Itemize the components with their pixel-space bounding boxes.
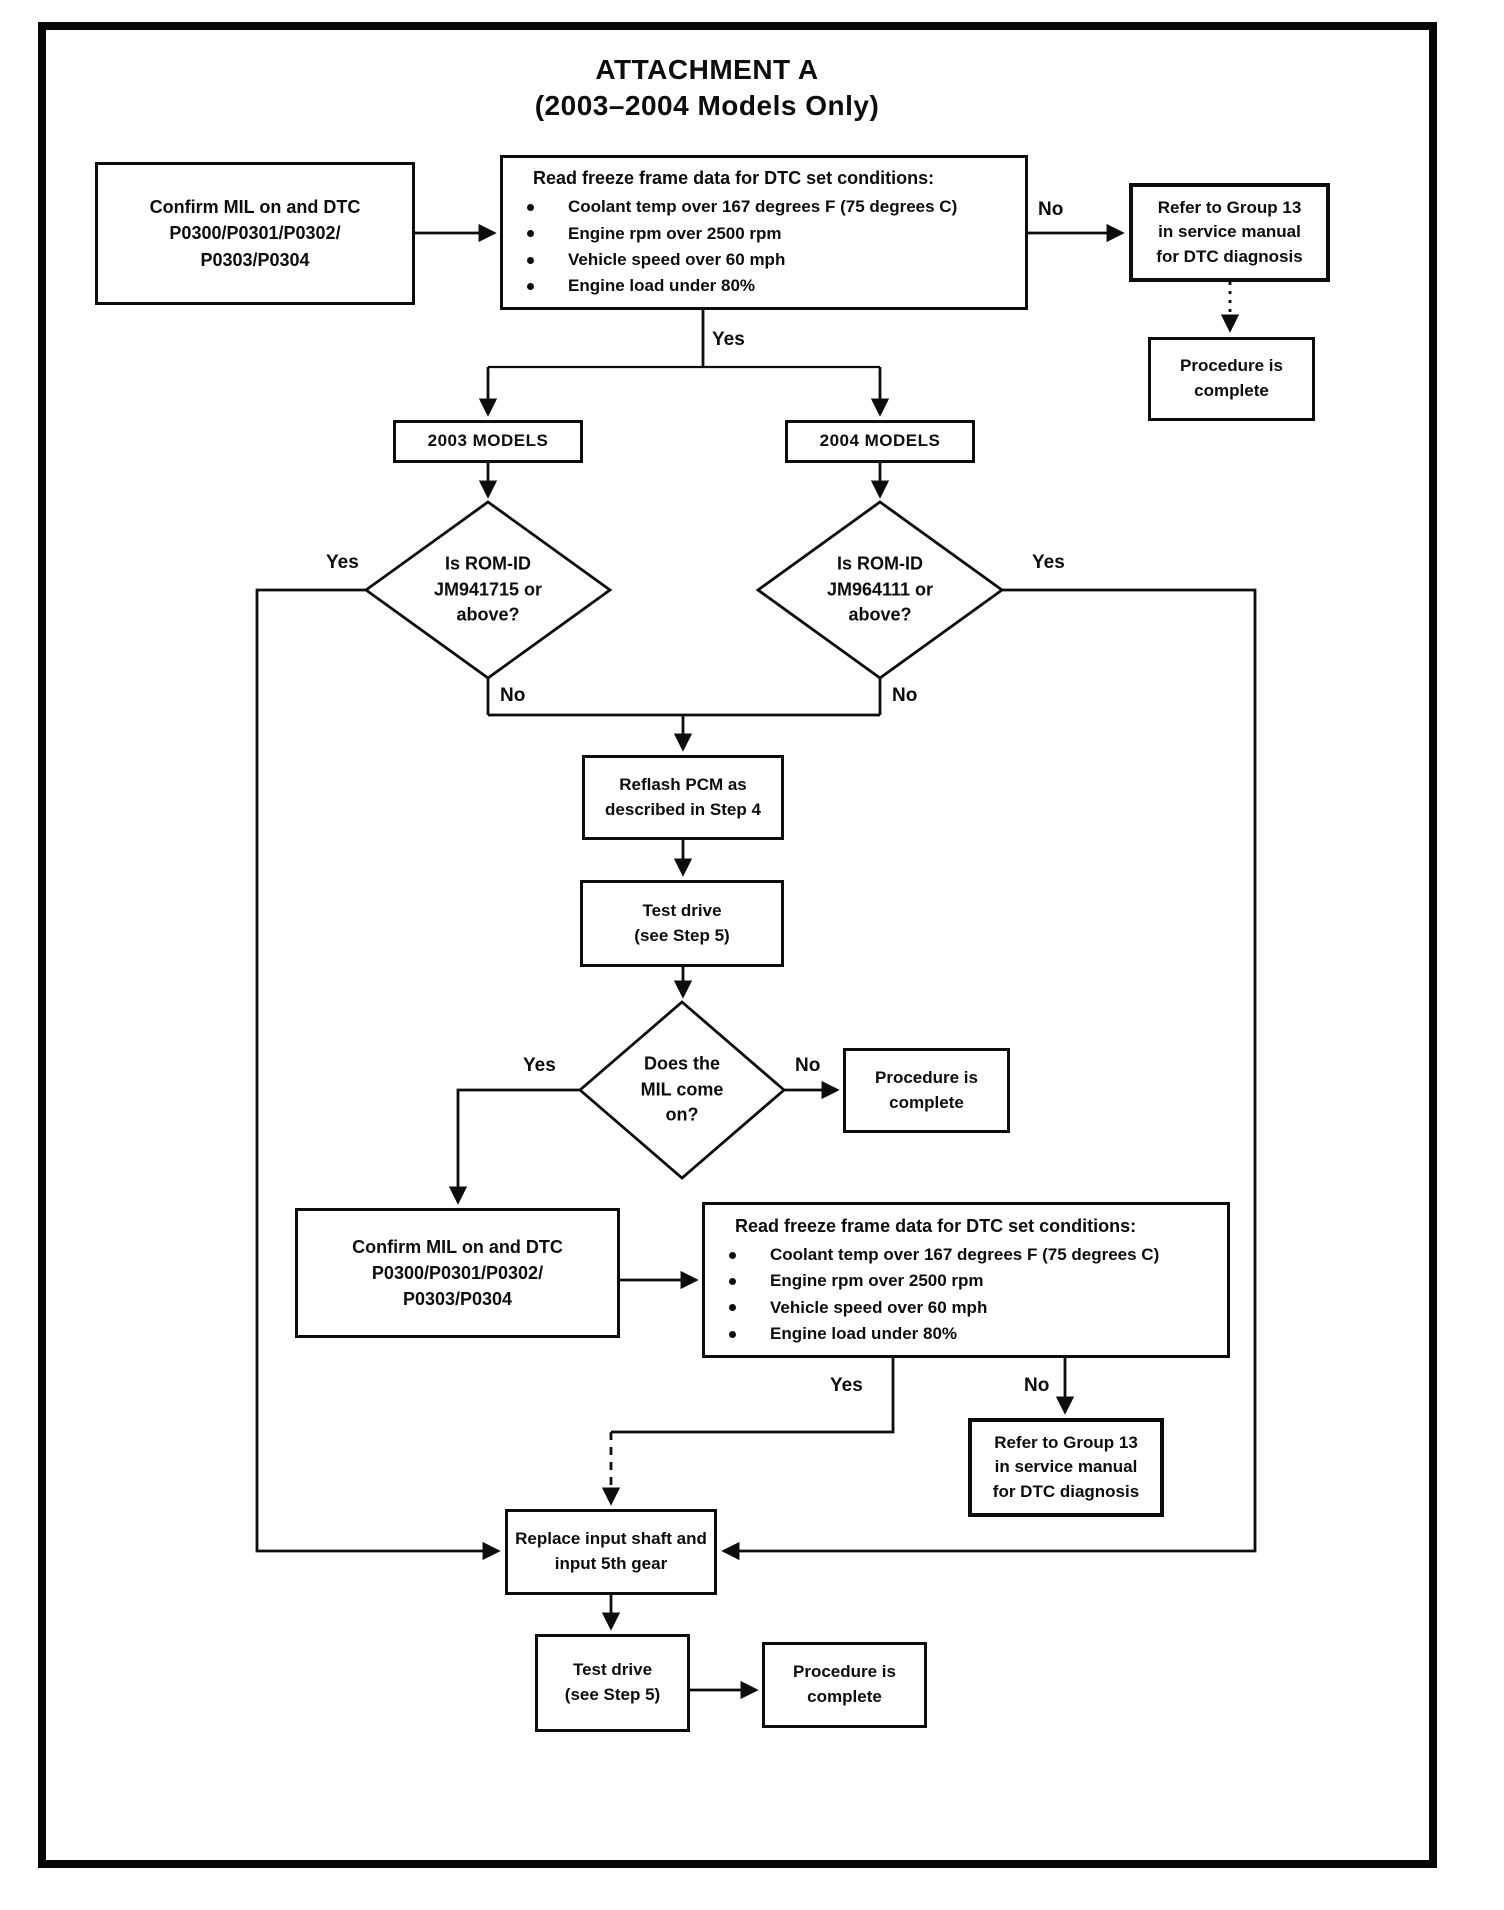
node-text: (see Step 5) (634, 925, 730, 945)
node-text: complete (807, 1687, 882, 1706)
page-title-line1: ATTACHMENT A (595, 54, 819, 85)
edge-mil-yes-to-confirm2 (448, 1088, 580, 1205)
node-text: P0300/P0301/P0302/ (169, 223, 341, 244)
node-text: Procedure is (793, 1662, 896, 1682)
node-text: complete (889, 1092, 964, 1112)
node-procedure-complete-1: Procedure is complete (1148, 337, 1315, 421)
node-text: Refer to Group 13 (994, 1432, 1138, 1452)
label-no-freeze1: No (1038, 199, 1064, 220)
node-text: in service manual (994, 1457, 1138, 1477)
node-models-2003: 2003 MODELS (393, 420, 583, 463)
decision-mil-label: Does the MIL come on? (640, 1053, 724, 1125)
node-text: P0303/P0304 (200, 249, 310, 270)
freeze-bullet: Engine load under 80% (503, 273, 1017, 299)
node-confirm-mil-1: Confirm MIL on and DTC P0300/P0301/P0302… (95, 162, 415, 305)
node-freeze-frame-2: Read freeze frame data for DTC set condi… (702, 1202, 1230, 1358)
edge-freeze2-yes (611, 1358, 895, 1434)
node-text: Test drive (572, 1660, 653, 1680)
label-yes-rom2004: Yes (1032, 552, 1065, 573)
bullet-dot-icon (527, 230, 534, 238)
label-no-rom2004: No (892, 685, 918, 706)
node-text: for DTC diagnosis (992, 1481, 1140, 1501)
bullet-dot-icon (527, 256, 534, 264)
node-text: Replace input shaft and (515, 1529, 707, 1549)
node-text: 2003 MODELS (427, 431, 549, 451)
node-procedure-complete-2: Procedure is complete (843, 1048, 1010, 1133)
node-text: for DTC diagnosis (1156, 246, 1303, 266)
node-test-drive-1: Test drive (see Step 5) (580, 880, 784, 967)
freeze-title: Read freeze frame data for DTC set condi… (533, 168, 935, 189)
node-text: input 5th gear (554, 1554, 668, 1573)
freeze-bullet: Engine rpm over 2500 rpm (705, 1268, 1219, 1294)
decision-rom-id-2004-shape (755, 500, 1005, 680)
label-yes-mil: Yes (523, 1055, 556, 1076)
page-title-line2: (2003–2004 Models Only) (534, 89, 880, 121)
node-text: P0303/P0304 (402, 1289, 513, 1310)
node-refer-group13-2: Refer to Group 13 in service manual for … (968, 1418, 1164, 1517)
label-no-rom2003: No (500, 685, 526, 706)
node-text: in service manual (1158, 222, 1301, 242)
label-no-freeze2: No (1024, 1375, 1050, 1396)
node-procedure-complete-3: Procedure is complete (762, 1642, 927, 1728)
node-text: described in Step 4 (605, 799, 761, 819)
node-text: 2004 MODELS (819, 431, 941, 451)
node-text: Test drive (642, 900, 722, 920)
page-border (38, 22, 1437, 1868)
bullet-dot-icon (729, 1277, 736, 1285)
freeze-bullet: Engine load under 80% (705, 1321, 1219, 1347)
label-yes-freeze1: Yes (712, 329, 745, 350)
node-text: complete (1194, 381, 1269, 400)
freeze-bullet: Vehicle speed over 60 mph (503, 247, 1017, 273)
node-confirm-mil-2: Confirm MIL on and DTC P0300/P0301/P0302… (295, 1208, 620, 1338)
node-reflash-pcm: Reflash PCM as described in Step 4 (582, 755, 784, 840)
node-refer-group13-1: Refer to Group 13 in service manual for … (1129, 183, 1330, 282)
page-title: ATTACHMENT A (2003–2004 Models Only) (407, 52, 1007, 124)
bullet-dot-icon (729, 1251, 736, 1259)
label-no-mil: No (795, 1055, 821, 1076)
node-replace-input-shaft: Replace input shaft and input 5th gear (505, 1509, 717, 1595)
node-text: Reflash PCM as (619, 774, 747, 794)
label-yes-rom2003: Yes (326, 552, 359, 573)
freeze-bullet: Engine rpm over 2500 rpm (503, 221, 1017, 247)
bullet-dot-icon (527, 283, 534, 291)
edge-rom2004-yes-to-replace (721, 588, 1257, 1561)
bullet-dot-icon (729, 1330, 736, 1338)
freeze-bullet: Coolant temp over 167 degrees F (75 degr… (503, 194, 1017, 220)
node-text: Refer to Group 13 (1157, 197, 1302, 217)
freeze-bullet: Coolant temp over 167 degrees F (75 degr… (705, 1242, 1219, 1268)
node-test-drive-2: Test drive (see Step 5) (535, 1634, 690, 1732)
bullet-dot-icon (527, 204, 534, 212)
node-text: Procedure is (1180, 356, 1283, 376)
label-yes-freeze2: Yes (830, 1375, 863, 1396)
node-text: (see Step 5) (564, 1685, 661, 1704)
decision-rom-id-2003-shape (363, 500, 613, 680)
node-text: Confirm MIL on and DTC (149, 197, 361, 218)
edge-rom2003-yes-to-replace (255, 588, 501, 1561)
decision-rom-id-2003-label: Is ROM-ID JM941715 or above? (433, 553, 543, 625)
node-text: Procedure is (875, 1067, 978, 1087)
node-models-2004: 2004 MODELS (785, 420, 975, 463)
freeze-title: Read freeze frame data for DTC set condi… (735, 1215, 1137, 1236)
node-text: Confirm MIL on and DTC (352, 1236, 563, 1257)
node-text: P0300/P0301/P0302/ (371, 1262, 544, 1283)
bullet-dot-icon (729, 1304, 736, 1312)
decision-rom-id-2004-label: Is ROM-ID JM964111 or above? (826, 553, 934, 625)
node-freeze-frame-1: Read freeze frame data for DTC set condi… (500, 155, 1028, 310)
decision-mil-shape (577, 1000, 787, 1180)
freeze-bullet: Vehicle speed over 60 mph (705, 1295, 1219, 1321)
